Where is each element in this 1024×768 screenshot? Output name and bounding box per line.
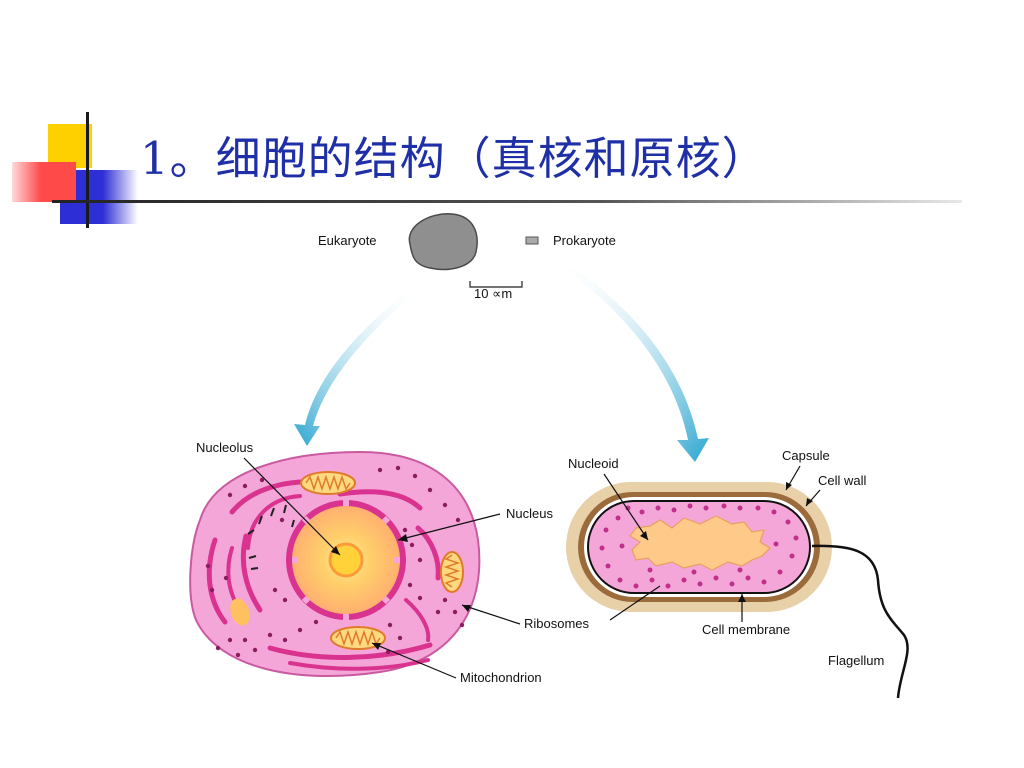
vacuole	[230, 598, 250, 626]
prokaryotic-cell	[566, 482, 909, 699]
label-nucleus: Nucleus	[506, 506, 553, 521]
label-cell-wall: Cell wall	[818, 473, 867, 488]
mitochondrion-top	[300, 471, 356, 495]
nucleoid	[629, 515, 771, 571]
arrow-to-prokaryote	[556, 259, 709, 462]
label-flagellum: Flagellum	[828, 653, 884, 668]
slide-title: 1。细胞的结构（真核和原核）	[140, 132, 768, 185]
label-nucleolus: Nucleolus	[196, 440, 254, 455]
eukaryote-size-blob	[408, 213, 478, 271]
label-eukaryote: Eukaryote	[318, 233, 377, 248]
decor-yellow-square	[48, 124, 92, 168]
leader-nucleolus	[243, 457, 341, 556]
prokaryote-size-rect	[525, 236, 539, 245]
flagellum	[811, 544, 909, 699]
label-scale-bar: 10 ∝m	[474, 286, 512, 301]
label-nucleoid: Nucleoid	[568, 456, 619, 471]
scale-bar	[469, 281, 523, 288]
eukaryotic-cell	[189, 450, 481, 677]
leader-mitochondrion	[371, 642, 457, 679]
leader-ribosome-prokaryote	[609, 585, 661, 621]
leader-nucleoid	[603, 473, 649, 541]
decor-red-bar	[12, 162, 76, 202]
decor-vertical-line	[86, 112, 89, 228]
label-ribosomes: Ribosomes	[524, 616, 590, 631]
label-cell-membrane: Cell membrane	[702, 622, 790, 637]
arrow-to-eukaryote	[294, 283, 422, 446]
label-prokaryote: Prokaryote	[553, 233, 616, 248]
title-underline	[52, 200, 962, 203]
mitochondrion-right	[440, 551, 464, 593]
mitochondrion-bottom	[330, 626, 386, 650]
leader-nucleus	[397, 513, 501, 541]
label-capsule: Capsule	[782, 448, 830, 463]
leader-ribosomes	[461, 604, 521, 625]
label-mitochondrion: Mitochondrion	[460, 670, 542, 685]
